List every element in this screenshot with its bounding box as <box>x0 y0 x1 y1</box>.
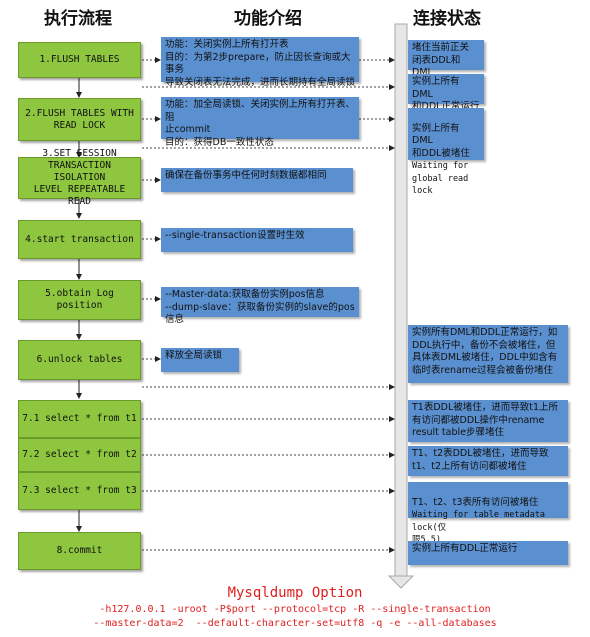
timeline-arrowhead <box>387 575 415 589</box>
step-select-t1: 7.1 select * from t1 <box>18 400 141 438</box>
status-7-text: T1、t2、t3表所有访问被堵住 <box>412 496 539 508</box>
status-connectors <box>142 57 395 553</box>
step-commit: 8.commit <box>18 532 141 570</box>
step-start-transaction: 4.start transaction <box>18 220 141 259</box>
status-3-text: 实例上所有DML 和DDL被堵住 <box>412 122 470 159</box>
function-flush-tables: 功能：关闭实例上所有打开表 目的：为第2步prepare，防止因长查询或大事务 … <box>161 37 359 88</box>
step-flush-tables: 1.FLUSH TABLES <box>18 42 141 78</box>
function-log-position: --Master-data:获取备份实例pos信息 --dump-slave：获… <box>161 287 359 325</box>
status-7-waiting: Waiting for table metadata lock(仅 限5.5) <box>412 510 546 545</box>
step-unlock-tables: 6.unlock tables <box>18 340 141 380</box>
step-flush-tables-read-lock: 2.FLUSH TABLES WITH READ LOCK <box>18 98 141 141</box>
step-obtain-log-position: 5.obtain Log position <box>18 280 141 320</box>
header-function: 功能介绍 <box>234 9 302 29</box>
status-4: 实例所有DML和DDL正常运行，如 DDL执行中，备份不会被堵住，但 具体表DM… <box>408 325 568 383</box>
function-isolation: 确保在备份事务中任何时刻数据都相同 <box>161 168 353 192</box>
step-set-isolation: 3.SET SESSION TRANSACTION ISOLATION LEVE… <box>18 148 141 207</box>
function-start-transaction: --single-transaction设置时生效 <box>161 228 353 252</box>
function-connectors <box>142 57 161 362</box>
function-read-lock: 功能：加全局读锁、关闭实例上所有打开表、阻 止commit 目的：获得DB一致性… <box>161 97 359 148</box>
mysqldump-line-1: -h127.0.0.1 -uroot -P$port --protocol=tc… <box>99 604 491 615</box>
status-3: 实例上所有DML 和DDL被堵住 Waiting for global read… <box>408 108 484 196</box>
header-status: 连接状态 <box>413 9 481 29</box>
step-select-t2: 7.2 select * from t2 <box>18 438 141 472</box>
mysqldump-line-2: --master-data=2 --default-character-set=… <box>93 618 497 629</box>
timeline-bar <box>394 23 408 577</box>
status-5: T1表DDL被堵住，进而导致t1上所 有访问都被DDL操作中rename res… <box>408 400 568 442</box>
status-2: 实例上所有DML 和DDL正常运行 <box>408 74 484 112</box>
status-6: T1、t2表DDL被堵住，进而导致 t1、t2上所有访问都被堵住 <box>408 446 568 476</box>
status-3-waiting: Waiting for global read lock <box>412 161 469 196</box>
status-7: T1、t2、t3表所有访问被堵住 Waiting for table metad… <box>408 482 568 545</box>
header-flow: 执行流程 <box>44 9 112 29</box>
status-1: 堵住当前正关 闭表DDL和DML <box>408 40 484 78</box>
step-select-t3: 7.3 select * from t3 <box>18 472 141 510</box>
status-8: 实例上所有DDL正常运行 <box>408 541 568 565</box>
function-unlock-tables: 释放全局读锁 <box>161 348 239 372</box>
mysqldump-title: Mysqldump Option <box>227 585 363 601</box>
